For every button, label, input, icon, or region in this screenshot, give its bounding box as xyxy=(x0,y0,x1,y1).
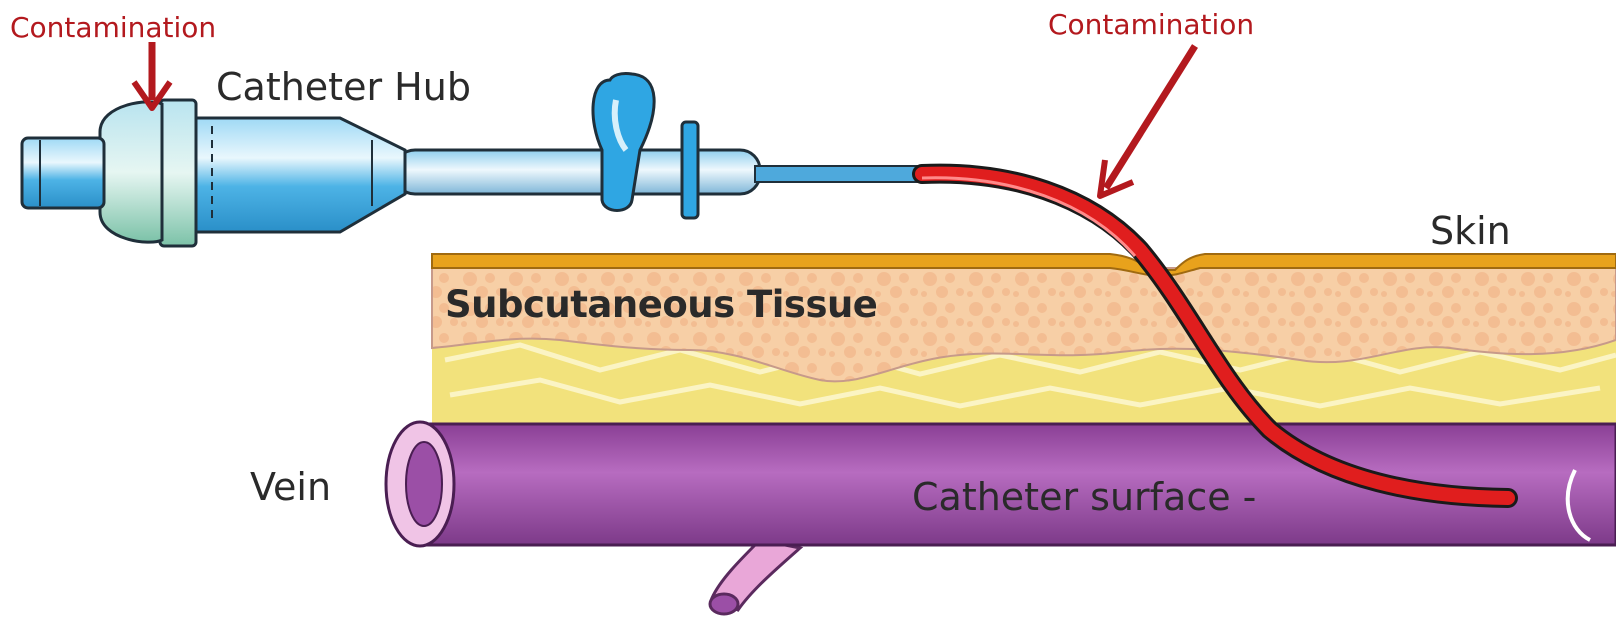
hub-end-cap xyxy=(22,138,104,208)
catheter-collar xyxy=(682,122,698,218)
left-contamination-arrow xyxy=(134,42,170,108)
contamination-label-left: Contamination xyxy=(10,11,216,44)
hub-flange xyxy=(160,100,196,246)
contamination-label-right: Contamination xyxy=(1048,8,1254,41)
subcutaneous-tissue-label: Subcutaneous Tissue xyxy=(445,283,877,326)
catheter-hub-label: Catheter Hub xyxy=(216,65,471,109)
right-contamination-arrow xyxy=(1100,46,1195,196)
catheter-surface-label: Catheter surface - xyxy=(912,475,1256,519)
skin-label: Skin xyxy=(1430,209,1511,253)
vein-branch-opening xyxy=(710,594,738,614)
catheter-shaft xyxy=(395,150,760,194)
vein-label: Vein xyxy=(250,465,331,509)
catheter-tip xyxy=(755,166,920,182)
tissue-layers xyxy=(432,254,1616,426)
luer-connector xyxy=(100,102,162,242)
